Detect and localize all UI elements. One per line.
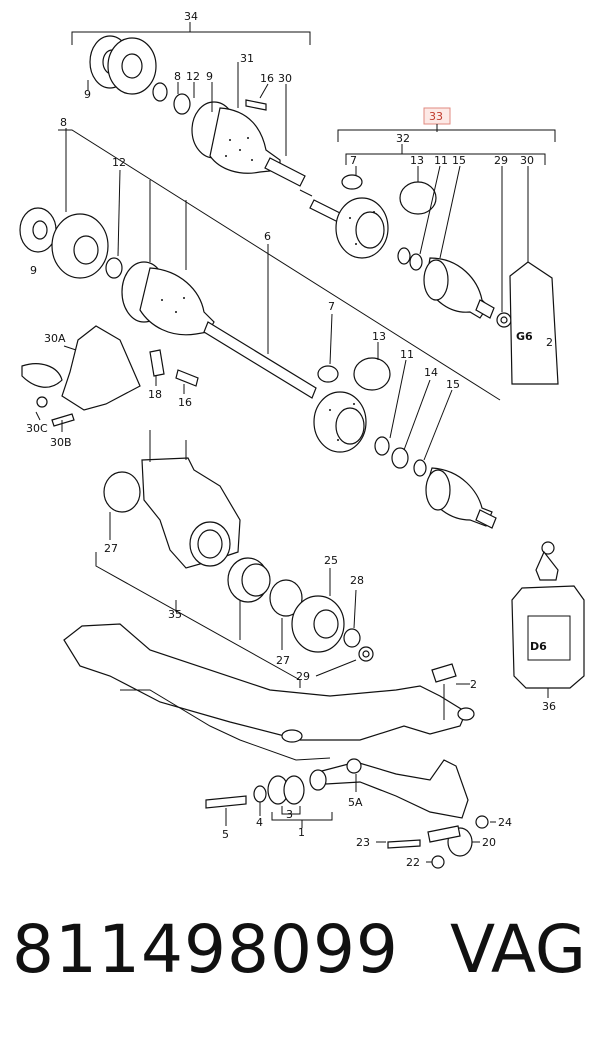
label-2: 2 bbox=[470, 678, 477, 691]
label-12-top: 12 bbox=[186, 70, 200, 83]
label-8-top: 8 bbox=[174, 70, 181, 83]
label-12-mid: 12 bbox=[112, 156, 126, 169]
label-34: 34 bbox=[184, 10, 198, 23]
label-13-top: 13 bbox=[410, 154, 424, 167]
label-30A: 30A bbox=[44, 332, 66, 345]
group-34 bbox=[71, 22, 313, 197]
label-3: 3 bbox=[286, 808, 293, 821]
g6-label: G6 bbox=[516, 330, 533, 343]
label-29-top: 29 bbox=[494, 154, 508, 167]
label-27-right: 27 bbox=[276, 654, 290, 667]
brand-name: VAG bbox=[449, 911, 586, 988]
label-16-top: 16 bbox=[260, 72, 274, 85]
label-27-left: 27 bbox=[104, 542, 118, 555]
label-20: 20 bbox=[482, 836, 496, 849]
lower-shaft-parts bbox=[313, 313, 497, 529]
label-33: 33 bbox=[429, 110, 443, 123]
label-13-mid: 13 bbox=[372, 330, 386, 343]
label-30-top: 30 bbox=[278, 72, 292, 85]
label-30B: 30B bbox=[50, 436, 72, 449]
label-11-mid: 11 bbox=[400, 348, 414, 361]
label-29-lower: 29 bbox=[296, 670, 310, 683]
label-16-mid: 16 bbox=[178, 396, 192, 409]
label-31: 31 bbox=[240, 52, 254, 65]
label-5A: 5A bbox=[348, 796, 363, 809]
d6-label: D6 bbox=[530, 640, 547, 653]
label-22: 22 bbox=[406, 856, 420, 869]
footer: 811498099 VAG bbox=[0, 895, 600, 1015]
label-30-top-right: 30 bbox=[520, 154, 534, 167]
part-number: 811498099 bbox=[12, 911, 399, 988]
label-35: 35 bbox=[168, 608, 182, 621]
label-9-top: 9 bbox=[206, 70, 213, 83]
label-9-mid: 9 bbox=[30, 264, 37, 277]
label-14: 14 bbox=[424, 366, 438, 379]
label-28: 28 bbox=[350, 574, 364, 587]
label-7-top: 7 bbox=[350, 154, 357, 167]
bottle-36: D6 bbox=[511, 541, 585, 698]
exploded-parts-diagram: G6 2 bbox=[19, 10, 585, 869]
label-4: 4 bbox=[256, 816, 263, 829]
group-6 bbox=[19, 128, 501, 432]
label-15-mid: 15 bbox=[446, 378, 460, 391]
label-15-top: 15 bbox=[452, 154, 466, 167]
label-5: 5 bbox=[222, 828, 229, 841]
group-35 bbox=[95, 430, 374, 688]
subframe bbox=[63, 623, 496, 869]
g6-subscript: 2 bbox=[546, 336, 553, 349]
label-32: 32 bbox=[396, 132, 410, 145]
group-33: G6 2 bbox=[309, 107, 559, 385]
label-6: 6 bbox=[264, 230, 271, 243]
label-8-mid: 8 bbox=[60, 116, 67, 129]
callout-labels: 34 31 8 12 9 16 30 9 33 32 7 13 11 15 29… bbox=[26, 10, 556, 869]
label-7-mid: 7 bbox=[328, 300, 335, 313]
label-30C: 30C bbox=[26, 422, 48, 435]
label-25: 25 bbox=[324, 554, 338, 567]
label-18: 18 bbox=[148, 388, 162, 401]
label-23: 23 bbox=[356, 836, 370, 849]
label-36: 36 bbox=[542, 700, 556, 713]
label-9-left: 9 bbox=[84, 88, 91, 101]
label-11-top: 11 bbox=[434, 154, 448, 167]
label-24: 24 bbox=[498, 816, 512, 829]
label-1: 1 bbox=[298, 826, 305, 839]
